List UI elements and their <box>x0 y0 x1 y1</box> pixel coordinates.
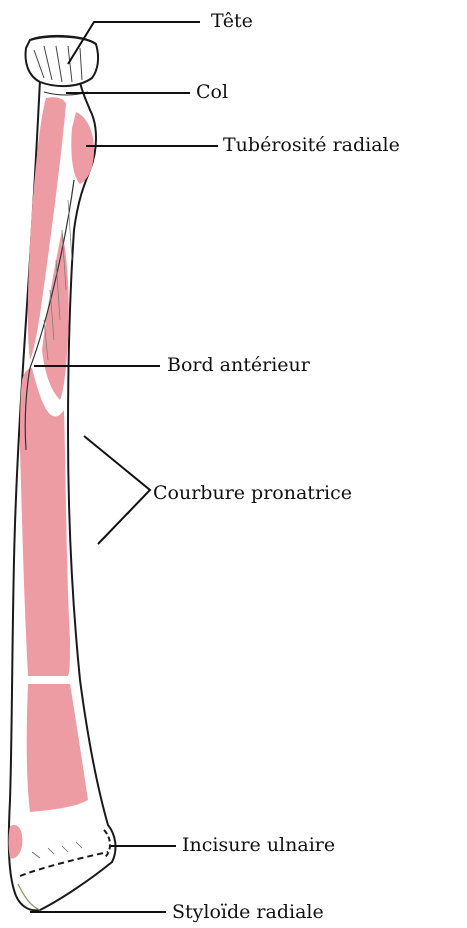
label-col: Col <box>196 83 228 102</box>
muscle-area-middle <box>20 368 70 676</box>
leader-courbure <box>84 436 150 544</box>
label-courbure-pronatrice: Courbure pronatrice <box>153 484 352 503</box>
label-bord-anterieur: Bord antérieur <box>167 356 310 375</box>
label-tete: Tête <box>211 12 253 31</box>
label-styloide-radiale: Styloïde radiale <box>172 903 324 922</box>
label-incisure-ulnaire: Incisure ulnaire <box>182 836 335 855</box>
radius-bone <box>9 36 116 910</box>
label-tuberosite-radiale: Tubérosité radiale <box>223 136 400 155</box>
